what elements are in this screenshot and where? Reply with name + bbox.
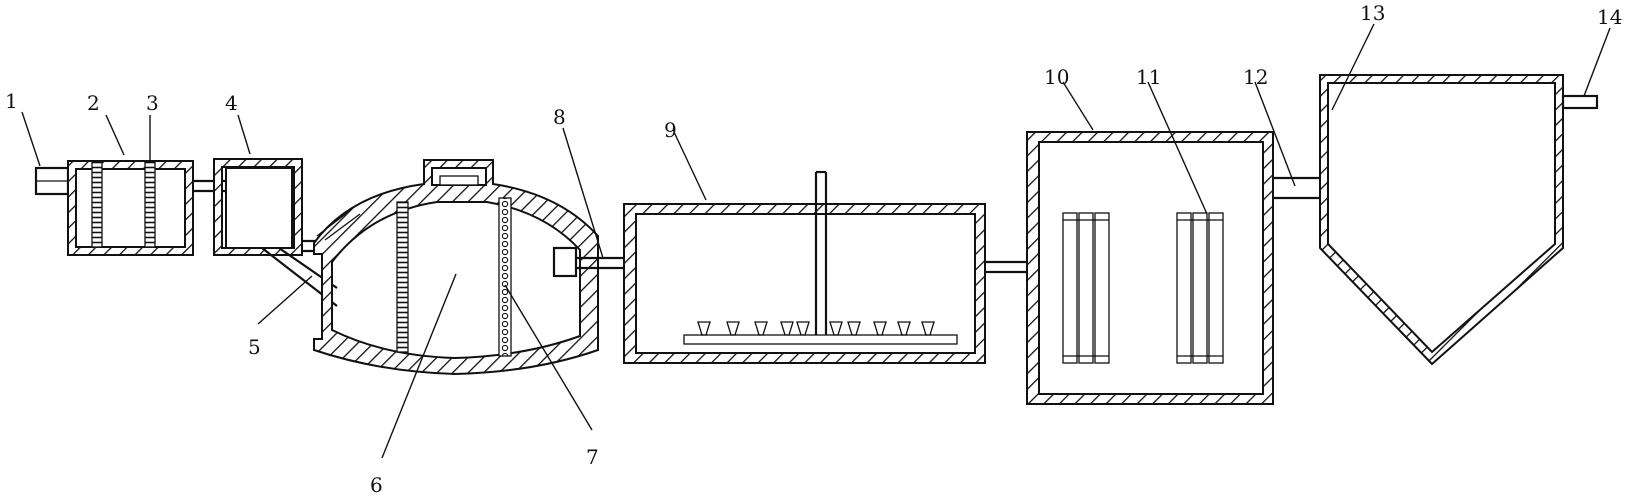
label-5: 5 <box>248 335 261 359</box>
membrane-module-left <box>1062 212 1110 364</box>
label-10: 10 <box>1044 65 1069 89</box>
label-13: 13 <box>1360 1 1385 25</box>
aeration-diffusers <box>697 321 935 336</box>
sedimentation-tank <box>1319 74 1564 366</box>
regulating-tank <box>213 158 303 256</box>
label-6: 6 <box>370 473 383 497</box>
label-2: 2 <box>87 91 100 115</box>
part-labels: 1 2 3 4 5 6 7 8 9 10 11 12 13 14 <box>5 1 1622 497</box>
label-14: 14 <box>1597 5 1622 29</box>
aeration-tank <box>623 170 986 364</box>
label-1: 1 <box>5 89 18 113</box>
label-9: 9 <box>664 118 677 142</box>
label-8: 8 <box>553 105 566 129</box>
membrane-module-right <box>1176 212 1224 364</box>
reactor-outlet-pipe <box>552 246 624 278</box>
screen-filter-1 <box>91 161 103 248</box>
screen-tank <box>67 160 194 256</box>
packing-layer-right <box>498 197 512 357</box>
reactor-vessel <box>313 159 599 376</box>
label-12: 12 <box>1243 65 1268 89</box>
label-7: 7 <box>586 445 599 469</box>
membrane-tank <box>1026 131 1274 405</box>
label-11: 11 <box>1136 65 1161 89</box>
label-4: 4 <box>225 91 238 115</box>
packing-layer-left <box>396 201 409 353</box>
membrane-outlet-pipe <box>1273 176 1320 200</box>
leader-lines <box>21 23 1611 459</box>
final-outlet-pipe <box>1561 94 1599 110</box>
label-3: 3 <box>146 91 159 115</box>
inlet-pipe <box>34 166 70 196</box>
screen-filter-2 <box>144 161 156 248</box>
